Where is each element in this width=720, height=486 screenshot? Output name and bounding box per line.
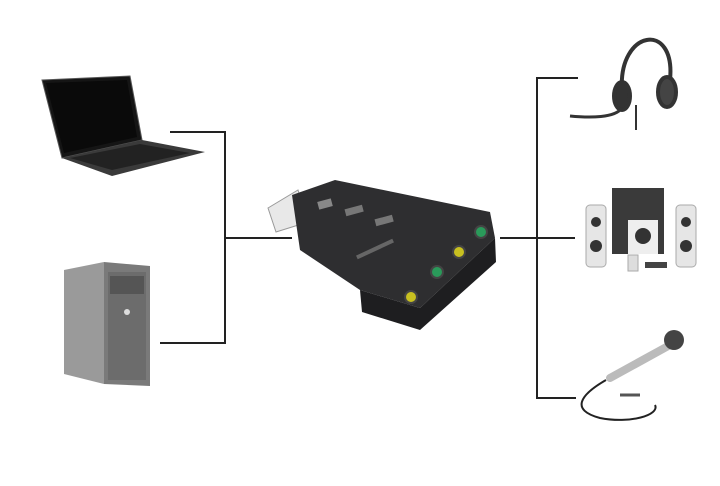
audio-jack <box>430 265 444 279</box>
laptop-icon <box>41 75 205 176</box>
left-connector-lines <box>160 131 292 344</box>
right-connector-lines <box>500 77 578 399</box>
audio-jack <box>474 225 488 239</box>
headset-icon <box>569 37 678 130</box>
audio-jack <box>452 245 466 259</box>
speakers-icon <box>585 188 697 272</box>
microphone-icon <box>580 330 684 421</box>
desktop-tower-icon <box>64 262 150 386</box>
usb-sound-card-icon <box>267 180 496 330</box>
audio-jack <box>404 290 418 304</box>
